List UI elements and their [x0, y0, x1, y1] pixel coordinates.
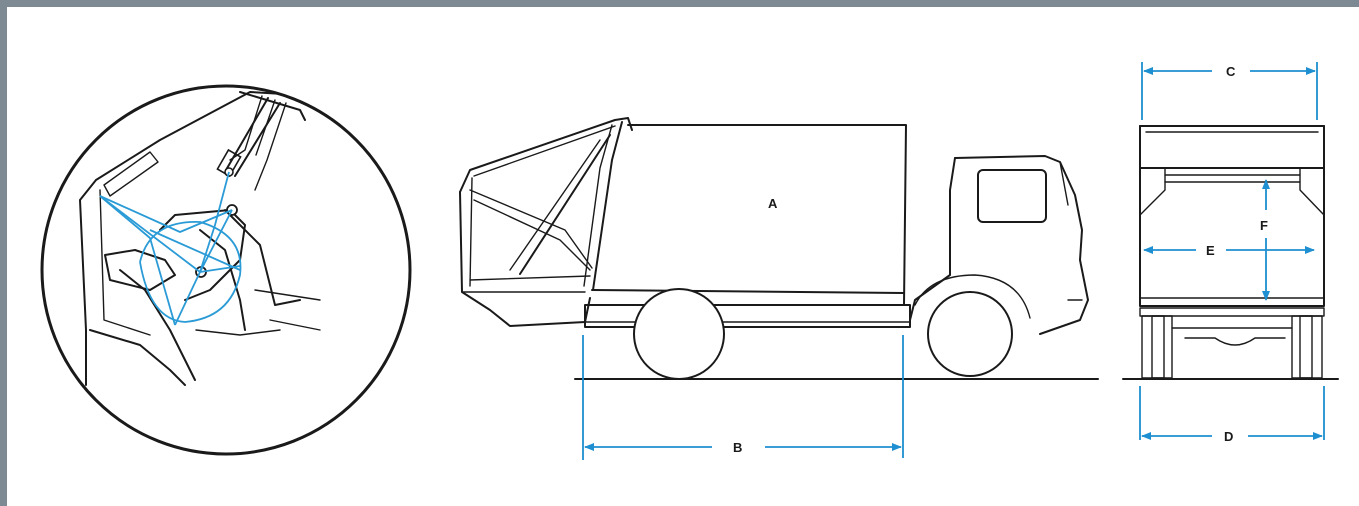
- dimension-e: E: [1143, 243, 1315, 258]
- dimension-c: C: [1141, 62, 1318, 120]
- label-a: A: [768, 196, 778, 211]
- detail-circle: [40, 84, 412, 456]
- dimension-b: B: [582, 335, 904, 460]
- dimension-f: F: [1260, 179, 1270, 301]
- label-c: C: [1226, 64, 1236, 79]
- truck-rear-view: [1122, 125, 1339, 380]
- label-b: B: [733, 440, 742, 455]
- truck-side-view: A: [459, 117, 1099, 380]
- dimension-d: D: [1139, 386, 1325, 444]
- label-f: F: [1260, 218, 1268, 233]
- label-e: E: [1206, 243, 1215, 258]
- label-d: D: [1224, 429, 1233, 444]
